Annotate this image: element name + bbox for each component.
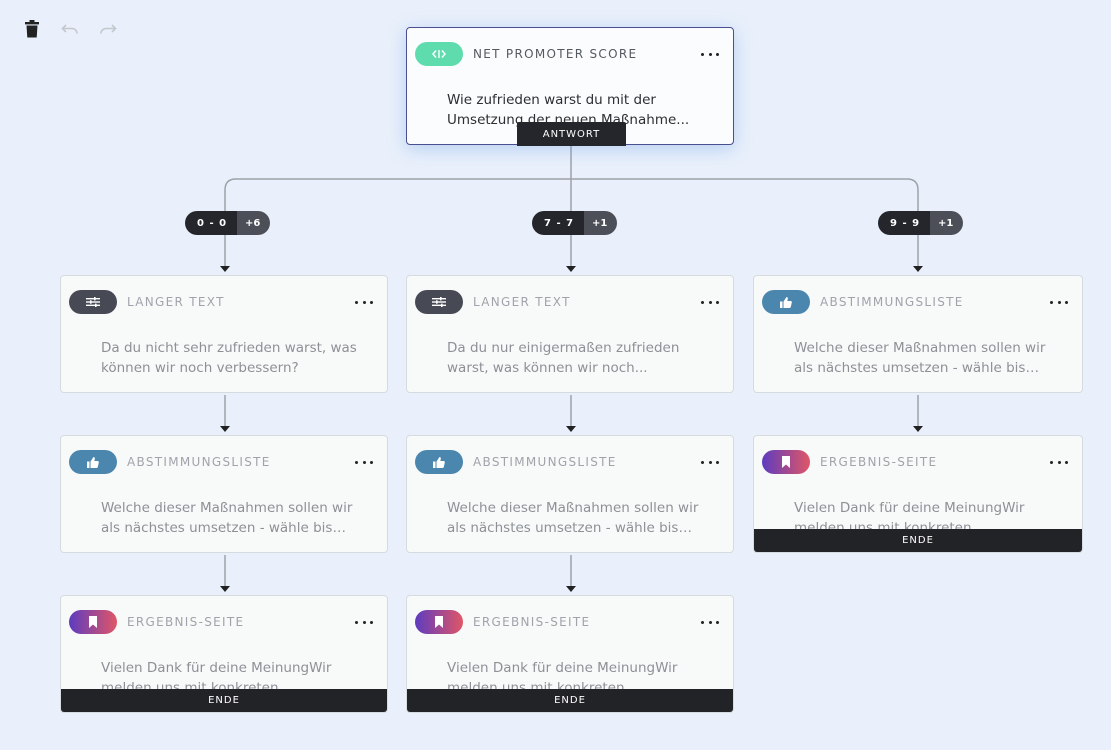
root-question-card[interactable]: NET PROMOTER SCORE Wie zufrieden warst d… (406, 27, 734, 146)
more-options-button[interactable] (699, 452, 721, 472)
branch-badge[interactable]: 9 - 9 +1 (878, 211, 964, 235)
branch-range: 0 - 0 (185, 211, 238, 235)
question-text: Welche dieser Maßnahmen sollen wir als n… (101, 500, 353, 536)
more-options-button[interactable] (1048, 292, 1070, 312)
more-options-button[interactable] (353, 452, 375, 472)
card-type-label: ABSTIMMUNGSLISTE (473, 455, 617, 469)
end-bar: ENDE (61, 689, 387, 712)
redo-icon (100, 24, 117, 34)
thumbs-up-icon (780, 296, 792, 308)
redo-button[interactable] (98, 18, 118, 40)
result-card[interactable]: ERGEBNIS-SEITE Vielen Dank für deine Mei… (60, 595, 388, 713)
question-card[interactable]: ABSTIMMUNGSLISTE Welche dieser Maßnahmen… (60, 435, 388, 553)
result-page-type-badge (415, 610, 463, 634)
bookmark-icon (782, 456, 790, 468)
card-type-label: ERGEBNIS-SEITE (127, 615, 245, 629)
undo-icon (61, 24, 78, 34)
sliders-icon (432, 297, 446, 307)
card-type-label: ABSTIMMUNGSLISTE (820, 295, 964, 309)
question-card[interactable]: LANGER TEXT Da du nicht sehr zufrieden w… (60, 275, 388, 393)
more-options-button[interactable] (353, 292, 375, 312)
card-type-label: ERGEBNIS-SEITE (473, 615, 591, 629)
end-bar: ENDE (754, 529, 1082, 552)
question-text: Da du nur einigermaßen zufrieden warst, … (447, 340, 680, 376)
sliders-icon (86, 297, 100, 307)
voting-list-type-badge (762, 290, 810, 314)
question-text: Vielen Dank für deine MeinungWir melden … (447, 660, 678, 696)
bookmark-icon (435, 616, 443, 628)
editor-toolbar (22, 18, 118, 40)
branch-range: 9 - 9 (878, 211, 931, 235)
question-text: Welche dieser Maßnahmen sollen wir als n… (794, 340, 1046, 376)
branch-badge[interactable]: 0 - 0 +6 (185, 211, 271, 235)
code-icon (432, 50, 446, 58)
result-card[interactable]: ERGEBNIS-SEITE Vielen Dank für deine Mei… (753, 435, 1083, 553)
answer-tab[interactable]: ANTWORT (517, 122, 626, 146)
nps-type-badge (415, 42, 463, 66)
more-options-button[interactable] (1048, 452, 1070, 472)
branch-count: +6 (237, 211, 271, 235)
question-text: Vielen Dank für deine MeinungWir melden … (794, 500, 1025, 536)
result-page-type-badge (69, 610, 117, 634)
card-type-label: NET PROMOTER SCORE (473, 47, 638, 61)
more-options-button[interactable] (353, 612, 375, 632)
card-type-label: LANGER TEXT (127, 295, 225, 309)
undo-button[interactable] (60, 18, 80, 40)
question-card[interactable]: ABSTIMMUNGSLISTE Welche dieser Maßnahmen… (753, 275, 1083, 393)
question-text: Da du nicht sehr zufrieden warst, was kö… (101, 340, 357, 376)
branch-range: 7 - 7 (532, 211, 585, 235)
branch-badge[interactable]: 7 - 7 +1 (532, 211, 618, 235)
thumbs-up-icon (87, 456, 99, 468)
card-type-label: ERGEBNIS-SEITE (820, 455, 938, 469)
bookmark-icon (89, 616, 97, 628)
question-text: Wie zufrieden warst du mit der Umsetzung… (447, 92, 690, 128)
long-text-type-badge (69, 290, 117, 314)
delete-button[interactable] (22, 18, 42, 40)
end-bar: ENDE (407, 689, 733, 712)
branch-count: +1 (584, 211, 618, 235)
long-text-type-badge (415, 290, 463, 314)
branch-count: +1 (930, 211, 964, 235)
more-options-button[interactable] (699, 292, 721, 312)
voting-list-type-badge (69, 450, 117, 474)
question-text: Vielen Dank für deine MeinungWir melden … (101, 660, 332, 696)
voting-list-type-badge (415, 450, 463, 474)
result-card[interactable]: ERGEBNIS-SEITE Vielen Dank für deine Mei… (406, 595, 734, 713)
more-options-button[interactable] (699, 44, 721, 64)
card-type-label: LANGER TEXT (473, 295, 571, 309)
more-options-button[interactable] (699, 612, 721, 632)
question-card[interactable]: ABSTIMMUNGSLISTE Welche dieser Maßnahmen… (406, 435, 734, 553)
card-type-label: ABSTIMMUNGSLISTE (127, 455, 271, 469)
thumbs-up-icon (433, 456, 445, 468)
trash-icon (25, 20, 39, 38)
result-page-type-badge (762, 450, 810, 474)
question-text: Welche dieser Maßnahmen sollen wir als n… (447, 500, 699, 536)
question-card[interactable]: LANGER TEXT Da du nur einigermaßen zufri… (406, 275, 734, 393)
